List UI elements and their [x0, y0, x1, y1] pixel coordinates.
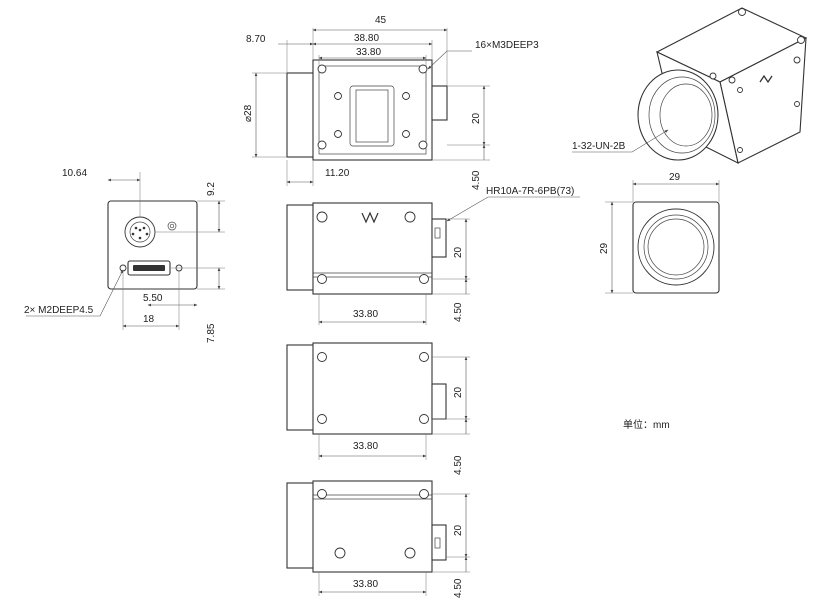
brand-logo — [361, 211, 379, 224]
dim-4-50-side2: 4.50 — [453, 455, 464, 475]
dim-33-80-top: 33.80 — [356, 47, 381, 58]
screw-hole — [419, 489, 429, 499]
screw-hole-callout: 16×M3DEEP3 — [475, 40, 539, 51]
connector-side — [431, 383, 447, 420]
dim-33-80-side2: 33.80 — [353, 441, 378, 452]
dim-5-50: 5.50 — [143, 293, 163, 304]
dim-18: 18 — [143, 314, 155, 325]
screw-hole — [419, 352, 429, 362]
lens-barrel-side — [286, 344, 315, 431]
screw-hole — [317, 352, 327, 362]
dim-29-height: 29 — [599, 242, 610, 254]
screw-hole — [418, 140, 428, 150]
top-view: 45 8.70 38.80 33.80 16×M3DEEP3 ⌀28 20 11… — [243, 15, 539, 190]
screw-hole — [317, 274, 327, 284]
lens-barrel-top — [286, 72, 315, 158]
screw-hole — [334, 130, 342, 138]
dim-8-70: 8.70 — [246, 34, 266, 45]
connector-side — [431, 524, 447, 561]
power-connector — [124, 216, 156, 248]
connector-top — [431, 85, 448, 121]
dim-38-80: 38.80 — [354, 33, 379, 44]
brand-logo — [759, 74, 773, 84]
lens-barrel-side — [286, 482, 315, 569]
lens-opening — [637, 208, 715, 286]
label-window — [349, 85, 395, 147]
dim-4-50-top: 4.50 — [471, 170, 482, 190]
screw-hole — [402, 130, 410, 138]
screw-hole — [419, 274, 429, 284]
screw-hole — [317, 64, 327, 74]
screw-hole — [418, 64, 428, 74]
status-led — [167, 221, 177, 231]
unit-note: 单位：mm — [623, 418, 670, 431]
screw-hole — [402, 92, 410, 100]
screw-hole — [316, 211, 328, 223]
dim-11-20: 11.20 — [325, 168, 350, 179]
mount-thread-callout: 1-32-UN-2B — [572, 141, 626, 152]
dim-diameter-28: ⌀28 — [243, 104, 254, 122]
dim-20-side1: 20 — [453, 246, 464, 258]
screw-hole — [334, 547, 346, 559]
dim-33-80-bottom: 33.80 — [353, 579, 378, 590]
connector-callout: HR10A-7R-6PB(73) — [486, 186, 574, 197]
isometric-view: 1-32-UN-2B — [572, 7, 808, 165]
screw-hole — [317, 140, 327, 150]
dim-4-50-side1: 4.50 — [453, 302, 464, 322]
dim-4-50-bottom: 4.50 — [453, 578, 464, 598]
screw-hole — [317, 489, 327, 499]
side-view-connector: HR10A-7R-6PB(73) 20 4.50 33.80 — [286, 186, 580, 325]
screw-hole — [334, 92, 342, 100]
dim-20-bottom: 20 — [453, 524, 464, 536]
body-top — [312, 59, 433, 161]
front-view: 29 29 — [599, 172, 720, 294]
body-side — [312, 342, 433, 435]
screw-hole — [317, 414, 327, 424]
back-holes-callout: 2× M2DEEP4.5 — [24, 305, 94, 316]
screw-hole — [419, 414, 429, 424]
dim-29-width: 29 — [669, 172, 681, 183]
back-panel — [107, 200, 198, 290]
lens-mount — [637, 69, 719, 161]
dim-9-2: 9.2 — [206, 182, 217, 196]
dim-33-80-side1: 33.80 — [353, 309, 378, 320]
bottom-view: 20 4.50 33.80 — [286, 480, 470, 598]
screw-hole — [404, 547, 416, 559]
dim-10-64: 10.64 — [62, 168, 87, 179]
dim-20-side2: 20 — [453, 386, 464, 398]
lens-barrel-side — [286, 204, 315, 291]
screw-hole — [404, 211, 416, 223]
side-view-plain: 20 4.50 33.80 — [286, 342, 470, 475]
dim-7-85: 7.85 — [206, 323, 217, 343]
dim-45: 45 — [375, 15, 387, 26]
back-view: 10.64 9.2 7.85 2× M2DEEP4.5 5.50 18 — [24, 168, 225, 343]
dim-20-top: 20 — [471, 112, 482, 124]
